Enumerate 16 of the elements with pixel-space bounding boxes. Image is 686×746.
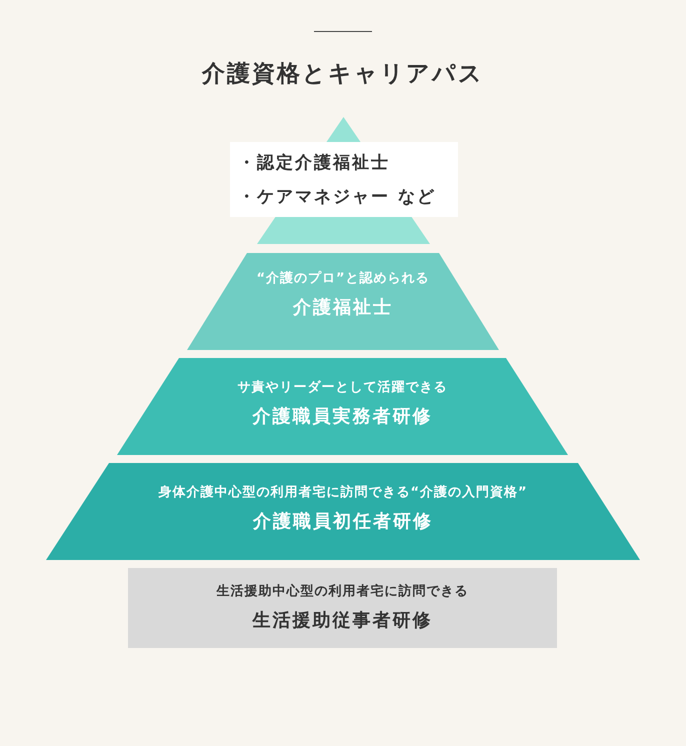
qualification-list (230, 142, 458, 217)
foundation-box (128, 568, 557, 648)
title: 介護資格とキャリアパス (200, 60, 485, 89)
tier-caption: 身体介護中心型の利用者宅に訪問できる“介護の入門資格” (157, 484, 529, 501)
tier-title: 生活援助従事者研修 (251, 609, 434, 632)
list-item: ・認定介護福祉士 (238, 152, 391, 175)
tier-caption: サ責やリーダーとして活躍できる (236, 379, 448, 396)
pyramid-tier (46, 463, 640, 560)
list-item: ・ケアマネジャー など (238, 186, 437, 209)
tier-caption: 生活援助中心型の利用者宅に訪問できる (215, 582, 470, 600)
tier-title: 介護職員初任者研修 (252, 510, 434, 533)
pyramid-tier (187, 253, 499, 350)
pyramid-tier (117, 358, 568, 455)
tier-caption: “介護のプロ”と認められる (255, 270, 431, 287)
tier-title: 介護職員実務者研修 (251, 405, 434, 428)
tier-title: 介護福祉士 (292, 296, 394, 319)
